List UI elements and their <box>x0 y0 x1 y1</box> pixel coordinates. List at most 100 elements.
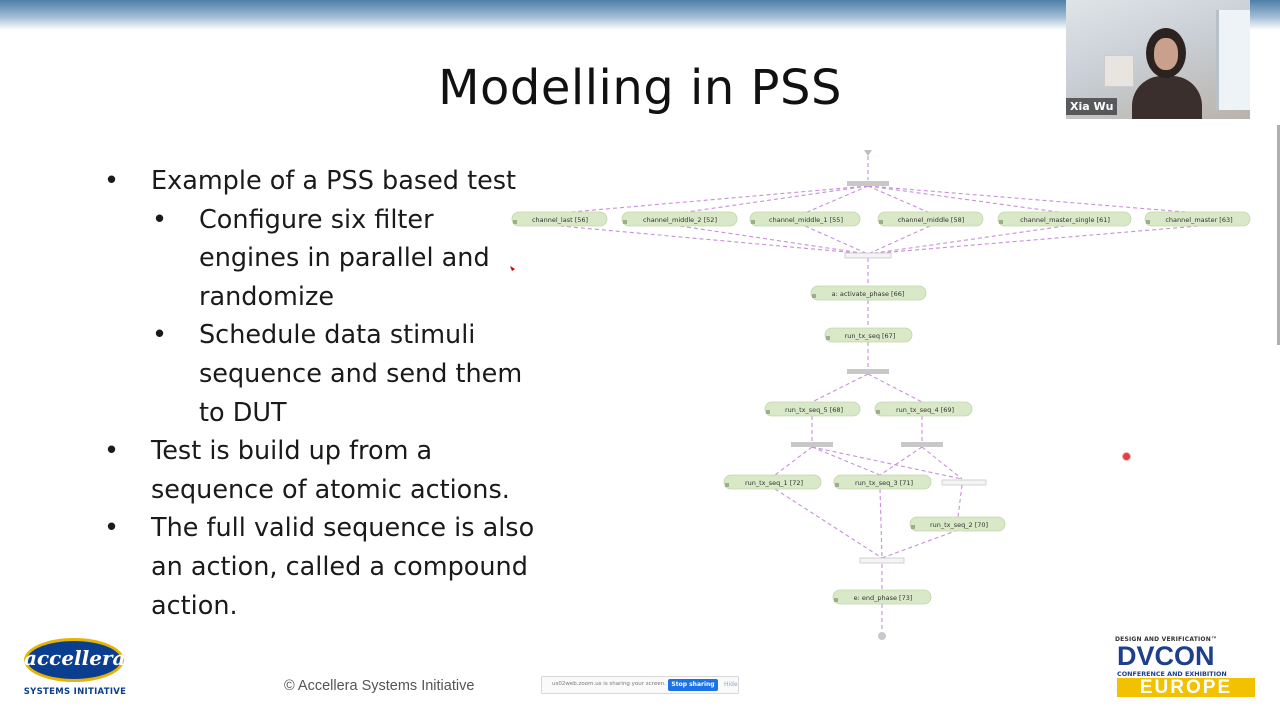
graph-edge <box>774 488 883 559</box>
mouse-cursor-icon <box>1122 452 1131 461</box>
participant-face <box>1154 38 1178 70</box>
graph-node-label: run_tx_seq_4 [69] <box>896 406 954 414</box>
bullet-item: • The full valid sequence is also an acti… <box>100 509 540 625</box>
graph-node-label: run_tx_seq_5 [68] <box>785 406 843 414</box>
graph-node: e: end_phase [73] <box>832 589 932 605</box>
graph-node-label: run_tx_seq_2 [70] <box>930 521 988 529</box>
hide-button[interactable]: Hide <box>724 681 738 688</box>
dvcon-region-banner: EUROPE <box>1117 678 1255 697</box>
graph-node: channel_last [56] <box>511 211 608 227</box>
participant-video[interactable]: Xia Wu <box>1066 0 1250 119</box>
bullet-list: • Example of a PSS based test • Configure … <box>100 162 540 625</box>
graph-node: channel_middle_1 [55] <box>749 211 861 227</box>
graph-edge <box>957 484 963 518</box>
bullet-glyph: • <box>104 513 120 544</box>
graph-edges <box>559 156 1199 632</box>
graph-node-label: run_tx_seq_3 [71] <box>855 479 913 487</box>
graph-node: run_tx_seq_2 [70] <box>909 516 1006 532</box>
bullet-glyph: • <box>152 320 168 351</box>
share-message: us02web.zoom.us is sharing your screen. <box>552 681 666 687</box>
dvcon-tagline: DESIGN AND VERIFICATION™ <box>1115 636 1218 643</box>
dvcon-wordmark: DVCON <box>1117 641 1215 671</box>
graph-node-label: e: end_phase [73] <box>854 594 913 602</box>
graph-edge <box>879 488 883 559</box>
fork-bar <box>791 442 833 447</box>
bullet-text: Example of a PSS based test <box>151 166 517 196</box>
screen-share-bar: us02web.zoom.us is sharing your screen. … <box>541 676 739 694</box>
graph-node-label: channel_master [63] <box>1165 216 1232 224</box>
graph-edge <box>774 446 813 476</box>
graph-edge <box>867 225 1066 255</box>
stop-sharing-button[interactable]: Stop sharing <box>668 679 718 691</box>
accellera-logo-oval <box>24 638 124 682</box>
graph-node: run_tx_seq [67] <box>824 327 913 343</box>
graph-edge <box>811 446 963 480</box>
scrollbar[interactable] <box>1277 125 1280 345</box>
graph-node: run_tx_seq_4 [69] <box>874 401 973 417</box>
graph-node: a: activate_phase [66] <box>810 285 927 301</box>
graph-edge <box>879 446 923 476</box>
join-bar <box>859 557 905 564</box>
graph-edge <box>921 446 963 480</box>
bullet-text: Configure six filter engines in parallel… <box>199 204 490 312</box>
dvcon-conference-text: CONFERENCE AND EXHIBITION <box>1117 670 1227 678</box>
graph-node-label: a: activate_phase [66] <box>832 290 905 298</box>
bullet-item: • Example of a PSS based test <box>100 162 540 201</box>
accellera-logo: accellera SYSTEMS INITIATIVE <box>20 636 130 700</box>
accellera-logo-text: accellera <box>24 646 126 670</box>
graph-edge <box>679 185 869 214</box>
graph-edge <box>811 446 881 476</box>
sub-bullet-item: • Schedule data stimuli sequence and send… <box>100 316 540 432</box>
graph-edge <box>867 185 1066 214</box>
graph-edge <box>679 225 869 255</box>
graph-edge <box>867 185 1199 214</box>
graph-edge <box>881 529 959 559</box>
graph-edge <box>804 185 869 214</box>
action-graph-diagram: channel_last [56] channel_middle_2 [52] … <box>511 150 1251 640</box>
copyright-notice: © Accellera Systems Initiative <box>284 678 475 694</box>
join-bar <box>844 252 892 259</box>
participant-name-label: Xia Wu <box>1066 98 1118 115</box>
fork-bar <box>847 181 889 186</box>
graph-end-marker <box>878 632 886 640</box>
bullet-glyph: • <box>104 166 120 196</box>
wall-poster <box>1104 55 1134 87</box>
graph-node-label: channel_middle_1 [55] <box>769 216 843 224</box>
graph-edge <box>867 373 923 403</box>
dvcon-europe-logo: DESIGN AND VERIFICATION™ DVCON CONFERENC… <box>1115 636 1261 698</box>
graph-start-marker <box>864 150 872 156</box>
graph-node: channel_master [63] <box>1144 211 1251 227</box>
bullet-text: The full valid sequence is also an actio… <box>151 513 535 621</box>
graph-node: channel_middle [58] <box>877 211 984 227</box>
graph-node-label: channel_middle [58] <box>898 216 965 224</box>
accellera-logo-subtitle: SYSTEMS INITIATIVE <box>23 687 127 697</box>
graph-node-label: run_tx_seq_1 [72] <box>745 479 803 487</box>
graph-edge <box>867 225 1199 255</box>
participant-body <box>1132 76 1202 119</box>
fork-bar <box>901 442 943 447</box>
graph-node-label: run_tx_seq [67] <box>845 332 896 340</box>
graph-edge <box>559 225 869 255</box>
bullet-item: • Test is build up from a sequence of ato… <box>100 432 540 509</box>
graph-node-label: channel_last [56] <box>532 216 588 224</box>
graph-edge <box>867 225 931 255</box>
bullet-glyph: • <box>104 436 120 467</box>
slide-title: Modelling in PSS <box>438 60 842 116</box>
bullet-text: Test is build up from a sequence of atom… <box>151 436 510 505</box>
graph-edge <box>811 373 869 403</box>
graph-node: channel_master_single [61] <box>997 211 1132 227</box>
graph-edge <box>559 185 869 214</box>
bullet-glyph: • <box>152 204 168 235</box>
graph-edge <box>804 225 869 255</box>
window-background <box>1216 10 1250 110</box>
graph-node: run_tx_seq_1 [72] <box>723 474 822 490</box>
graph-node-label: channel_master_single [61] <box>1020 216 1110 224</box>
graph-node: run_tx_seq_3 [71] <box>833 474 932 490</box>
graph-node: run_tx_seq_5 [68] <box>764 401 861 417</box>
join-bar <box>941 479 987 486</box>
fork-bar <box>847 369 889 374</box>
graph-node: channel_middle_2 [52] <box>621 211 738 227</box>
bullet-text: Schedule data stimuli sequence and send … <box>199 320 523 428</box>
graph-edge <box>867 185 931 214</box>
graph-node-label: channel_middle_2 [52] <box>643 216 717 224</box>
